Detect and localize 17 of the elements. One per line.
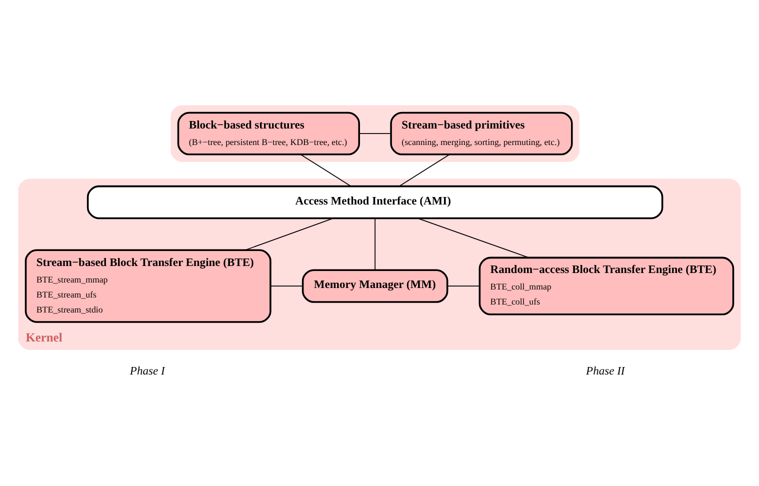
node-box: Stream−based primitives (scanning, merging, sorting, permuting, etc.) (390, 111, 573, 155)
label: Phase I (130, 365, 165, 378)
node-box: Stream−based Block Transfer Engine (BTE) BTE_stream_mmap BTE_stream_ufs BTE_stream_stdio (24, 248, 272, 322)
label: Phase II (586, 365, 625, 378)
connector (244, 217, 334, 250)
connector (270, 285, 304, 286)
node-box: Block−based structures (B+−tree, persistent B−tree, KDB−tree, etc.) (177, 111, 360, 155)
connector (446, 285, 480, 286)
connector (374, 218, 376, 270)
cluster (170, 104, 580, 162)
node-box: Memory Manager (MM) (302, 268, 448, 302)
connector (358, 132, 392, 134)
connector (398, 154, 450, 186)
connector (300, 154, 352, 186)
node-box: Random−access Block Transfer Engine (BTE) BTE_coll_mmap BTE_coll_ufs (478, 256, 734, 315)
node-box: Access Method Interface (AMI) (86, 184, 664, 219)
connector (417, 217, 530, 258)
